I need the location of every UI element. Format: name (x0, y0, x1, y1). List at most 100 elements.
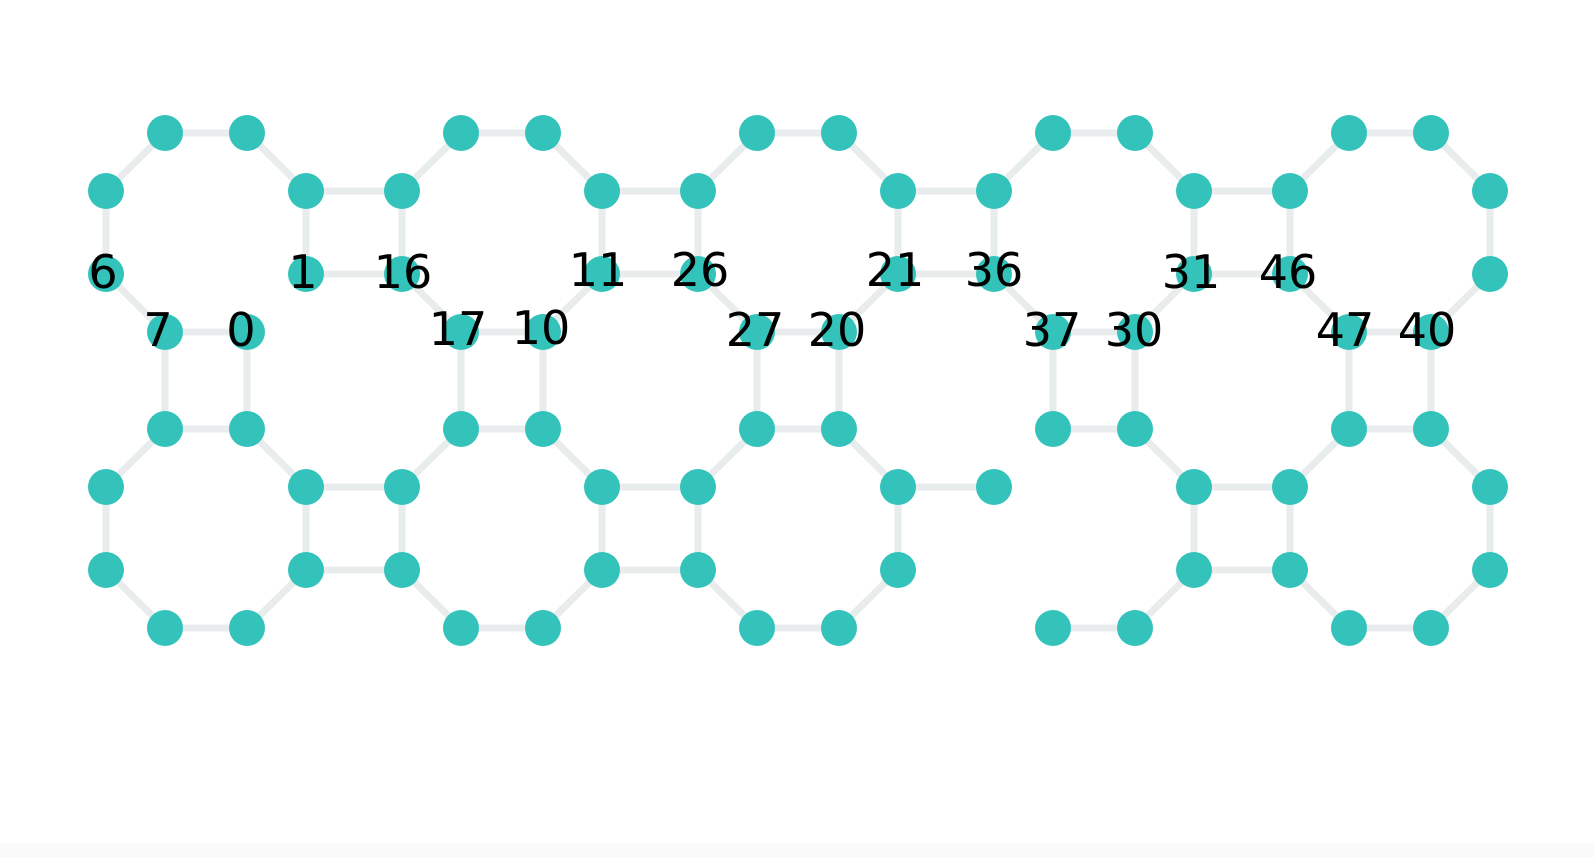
graph-node (525, 411, 561, 447)
graph-node (880, 173, 916, 209)
node-label: 27 (726, 303, 785, 357)
graph-node (880, 256, 916, 292)
graph-node (739, 610, 775, 646)
graph-node (88, 173, 124, 209)
graph-node (229, 411, 265, 447)
graph-node (88, 256, 124, 292)
node-label: 10 (512, 301, 571, 355)
graph-node (1413, 610, 1449, 646)
graph-node (1035, 115, 1071, 151)
graph-node (1472, 469, 1508, 505)
graph-node (739, 115, 775, 151)
graph-node (1331, 610, 1367, 646)
graph-node (443, 610, 479, 646)
node-layer (88, 115, 1508, 646)
graph-node (1117, 314, 1153, 350)
node-label: 37 (1023, 303, 1082, 357)
node-label: 1 (288, 245, 317, 299)
graph-node (288, 256, 324, 292)
graph-node (680, 256, 716, 292)
graph-node (584, 469, 620, 505)
graph-node (229, 115, 265, 151)
graph-node (525, 610, 561, 646)
graph-node (1176, 552, 1212, 588)
graph-node (384, 552, 420, 588)
node-label: 11 (569, 243, 628, 297)
graph-node (821, 411, 857, 447)
graph-node (680, 469, 716, 505)
node-label: 30 (1105, 303, 1164, 357)
graph-node (1272, 173, 1308, 209)
graph-node (525, 314, 561, 350)
graph-node (1472, 552, 1508, 588)
graph-node (229, 610, 265, 646)
graph-node (1413, 411, 1449, 447)
graph-node (584, 256, 620, 292)
graph-node (1272, 256, 1308, 292)
graph-node (584, 552, 620, 588)
graph-node (739, 314, 775, 350)
graph-node (147, 314, 183, 350)
graph-node (443, 314, 479, 350)
graph-node (821, 610, 857, 646)
graph-node (1331, 314, 1367, 350)
graph-node (821, 314, 857, 350)
footer-strip (0, 843, 1594, 857)
graph-node (1035, 411, 1071, 447)
graph-node (976, 173, 1012, 209)
graph-node (88, 552, 124, 588)
node-label: 20 (808, 303, 867, 357)
graph-node (976, 256, 1012, 292)
graph-node (584, 173, 620, 209)
graph-node (1176, 256, 1212, 292)
node-label: 7 (143, 303, 172, 357)
graph-node (1117, 411, 1153, 447)
graph-node (229, 314, 265, 350)
node-label: 21 (866, 243, 925, 297)
graph-node (880, 552, 916, 588)
graph-node (739, 411, 775, 447)
graph-node (1176, 173, 1212, 209)
node-label: 26 (671, 243, 730, 297)
graph-node (443, 411, 479, 447)
graph-node (88, 469, 124, 505)
graph-node (384, 173, 420, 209)
graph-node (1331, 115, 1367, 151)
graph-node (1331, 411, 1367, 447)
graph-node (525, 115, 561, 151)
node-label: 31 (1162, 245, 1221, 299)
graph-node (1272, 469, 1308, 505)
graph-node (384, 256, 420, 292)
graph-node (1472, 173, 1508, 209)
node-label: 36 (965, 243, 1024, 297)
node-label: 46 (1259, 245, 1318, 299)
node-label: 47 (1316, 303, 1375, 357)
graph-node (1272, 552, 1308, 588)
graph-node (384, 469, 420, 505)
graph-node (1176, 469, 1212, 505)
node-label: 16 (374, 245, 433, 299)
graph-node (288, 469, 324, 505)
node-label: 17 (429, 302, 488, 356)
graph-node (1413, 314, 1449, 350)
graph-node (147, 411, 183, 447)
graph-node (680, 173, 716, 209)
graph-node (1117, 115, 1153, 151)
graph-node (976, 469, 1012, 505)
graph-node (1035, 610, 1071, 646)
node-label: 40 (1398, 303, 1457, 357)
graph-node (1117, 610, 1153, 646)
graph-node (680, 552, 716, 588)
node-label: 0 (226, 303, 255, 357)
graph-node (1035, 314, 1071, 350)
graph-node (288, 552, 324, 588)
graph-node (147, 610, 183, 646)
graph-node (147, 115, 183, 151)
graph-node (1413, 115, 1449, 151)
graph-node (880, 469, 916, 505)
node-label: 6 (88, 245, 117, 299)
graph-node (1472, 256, 1508, 292)
